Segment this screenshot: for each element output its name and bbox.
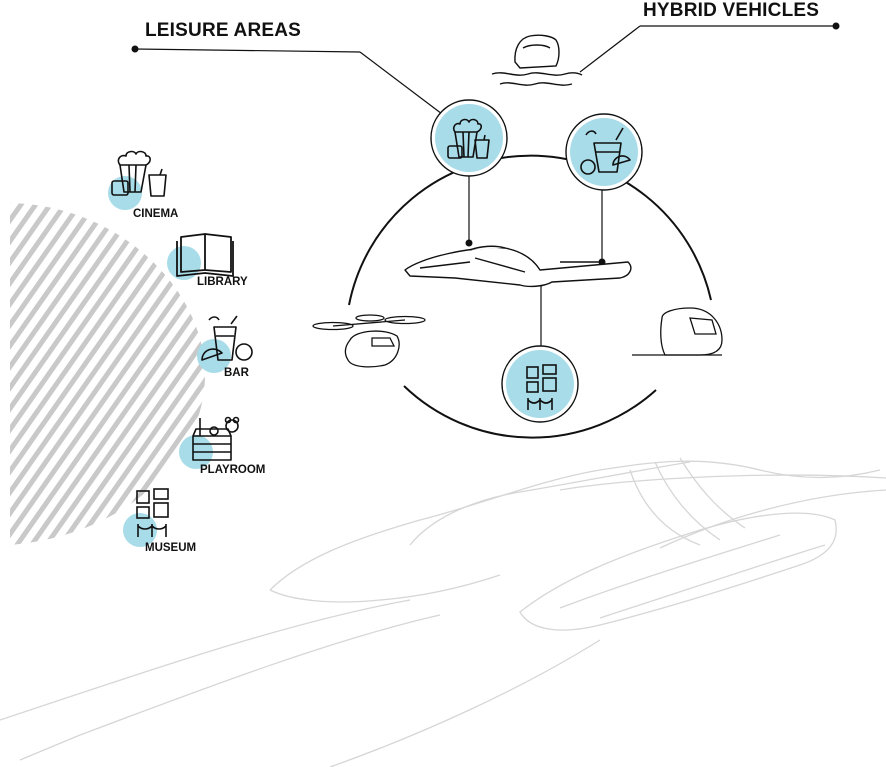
legend-item-bar — [197, 315, 253, 373]
leader-dot-hybrid — [832, 22, 840, 30]
leader-dot-leisure — [131, 45, 139, 53]
legend-item-cinema — [108, 150, 167, 210]
pod-vehicle-icon — [632, 307, 723, 356]
hub-node-museum — [501, 345, 579, 423]
gallery-frames-icon — [136, 488, 169, 537]
boat-icon — [491, 34, 583, 86]
legend-item-library — [167, 233, 234, 280]
open-book-icon — [176, 233, 234, 277]
legend-item-playroom — [179, 416, 240, 469]
drone-icon — [312, 314, 426, 368]
cocktail-fruit-icon — [580, 127, 631, 175]
leisure-areas-title: LEISURE AREAS — [145, 20, 302, 41]
legend-label-cinema: CINEMA — [133, 208, 179, 220]
hub-connectors — [468, 174, 603, 348]
leader-lines — [134, 25, 836, 121]
toy-box-icon — [192, 416, 240, 461]
hub-node-bar — [565, 113, 643, 191]
hybrid-vehicles-title: HYBRID VEHICLES — [643, 0, 820, 21]
connector-dot-1 — [465, 239, 473, 247]
hub-circle — [348, 154, 712, 439]
legend-label-playroom: PLAYROOM — [200, 464, 266, 476]
hatched-background-shape — [10, 203, 205, 545]
popcorn-cinema-icon — [447, 118, 490, 159]
legend-label-museum: MUSEUM — [145, 542, 197, 554]
gallery-frames-icon — [526, 364, 557, 410]
popcorn-cinema-icon — [111, 150, 167, 197]
legend-label-bar: BAR — [224, 367, 249, 379]
legend-item-museum — [123, 488, 169, 547]
hub-node-cinema — [430, 99, 508, 177]
background-hyperloop-sketch — [0, 457, 886, 767]
legend-label-library: LIBRARY — [197, 276, 248, 288]
hyperloop-vehicle-icon — [404, 245, 632, 288]
cocktail-fruit-icon — [201, 315, 253, 361]
